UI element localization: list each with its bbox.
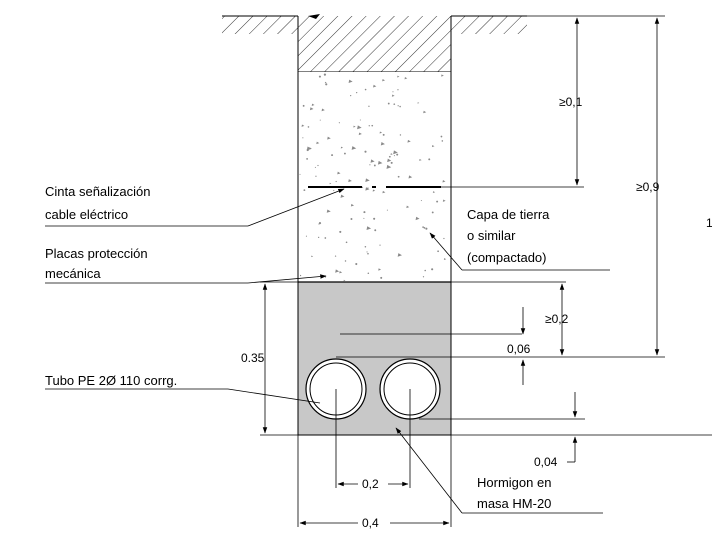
dim-text-02-bottom: 0,2 (362, 477, 379, 491)
dim-text-edge: 1 (706, 216, 712, 230)
backfill-layer (298, 72, 451, 282)
dim-text-004: 0,04 (534, 455, 558, 469)
dim-text-02-top: ≥0,2 (545, 312, 569, 326)
dim-text-04: 0,4 (362, 516, 379, 530)
dim-text-01: ≥0,1 (559, 95, 583, 109)
label-capa-line3: (compactado) (467, 250, 546, 265)
label-capa-line2: o similar (467, 228, 516, 243)
label-tubo: Tubo PE 2Ø 110 corrg. (45, 373, 177, 388)
label-hormigon-line1: Hormigon en (477, 475, 551, 490)
dim-text-006: 0,06 (507, 342, 531, 356)
label-cinta-line2: cable eléctrico (45, 207, 128, 222)
label-placas-line1: Placas protección (45, 246, 148, 261)
dim-line-006 (340, 307, 526, 385)
label-placas-line2: mecánica (45, 266, 101, 281)
trench-walls (297, 16, 452, 435)
dim-text-035: 0.35 (241, 351, 265, 365)
leader-capa (429, 232, 610, 271)
leader-tubo (45, 388, 321, 404)
label-hormigon-line2: masa HM-20 (477, 496, 551, 511)
ground-surface (222, 14, 527, 34)
label-capa-line1: Capa de tierra (467, 207, 550, 222)
extension-lines (260, 15, 712, 527)
leader-cinta (45, 188, 345, 227)
leader-placas (45, 274, 327, 284)
top-hatched-layer (298, 16, 451, 73)
backfill-speckles (299, 73, 447, 282)
label-cinta-line1: Cinta señalización (45, 184, 151, 199)
leader-hormigon (395, 427, 603, 514)
dim-text-09: ≥0,9 (636, 180, 660, 194)
dim-line-004 (567, 392, 578, 463)
